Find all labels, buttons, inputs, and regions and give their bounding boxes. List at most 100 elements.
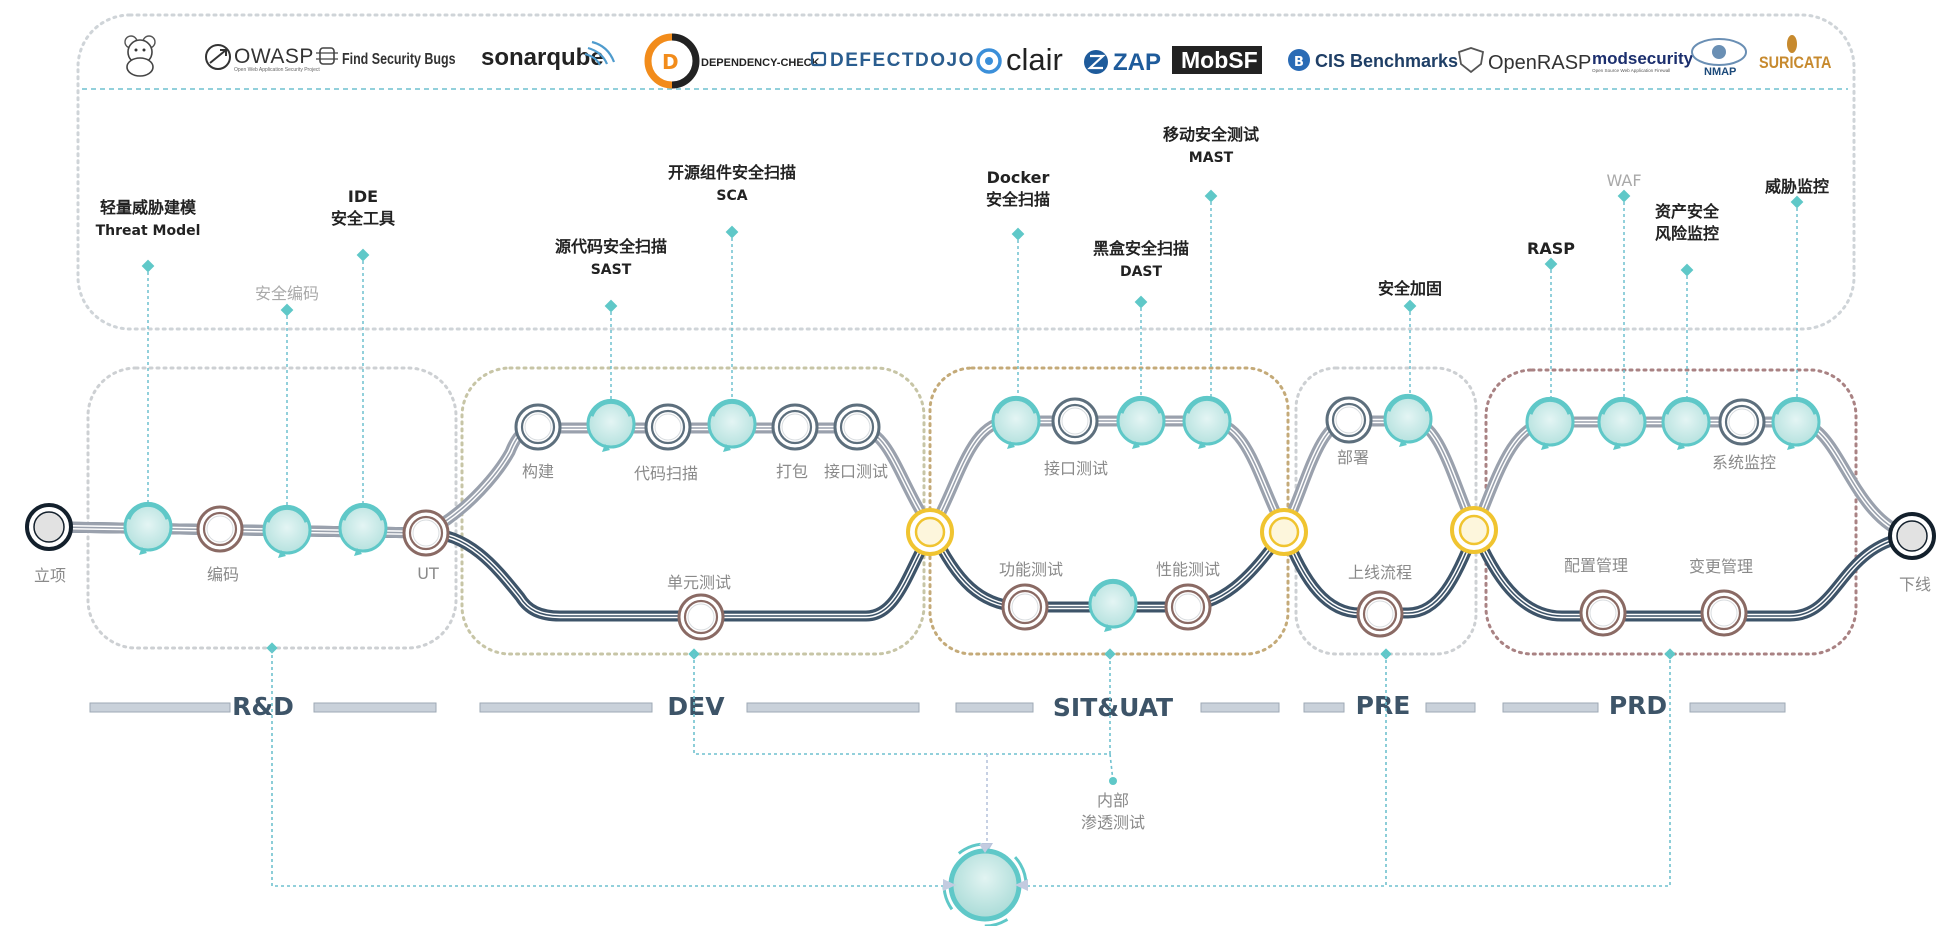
activity-connector-dot [1403, 299, 1417, 313]
phase-label-dev: DEV [667, 692, 725, 721]
stage-node-func-test [1001, 583, 1049, 631]
activity-label-line: 安全加固 [1378, 279, 1442, 298]
activity-connector-dot [141, 259, 155, 273]
stage-label-code-scan: 代码扫描 [634, 464, 698, 483]
activity-node-waf [1597, 396, 1647, 450]
activity-connector-dot [725, 225, 739, 239]
activity-node-secure-coding [262, 504, 312, 558]
phase-bar [479, 702, 653, 713]
end-node [1888, 512, 1936, 560]
activity-connector-dot [1790, 195, 1804, 209]
start-node [25, 503, 73, 551]
zap-logo-icon: ZAP [1084, 49, 1161, 76]
activity-label-line: DAST [1120, 264, 1163, 280]
activity-node-asset-risk [1661, 396, 1711, 450]
feedback-lines [271, 649, 1671, 887]
activity-label-line: 开源组件安全扫描 [668, 163, 796, 182]
tools-frame [76, 13, 1856, 331]
stage-node-build [514, 403, 562, 451]
pipeline-nodes [25, 393, 1936, 660]
activity-label-line: 资产安全 [1655, 202, 1720, 221]
openrasp-logo-icon: OpenRASP [1457, 47, 1591, 74]
stage-label-end: 下线 [1899, 575, 1931, 594]
activity-label-line: 风险监控 [1655, 224, 1719, 243]
nmap-logo-text: NMAP [1704, 66, 1736, 78]
stage-label-build: 构建 [522, 462, 554, 481]
activity-label-line: SAST [591, 262, 632, 278]
activity-node-hardening [1383, 393, 1433, 447]
activity-node-rasp [1525, 396, 1575, 450]
pipeline-tracks [50, 415, 1918, 622]
activity-label-line: 安全工具 [331, 209, 395, 228]
modsecurity-logo-text: modsecurity [1592, 49, 1694, 68]
phase-bar [955, 702, 1034, 713]
activity-label-line: SCA [716, 188, 747, 204]
sonarqube-logo-text: sonarqube [481, 44, 604, 71]
phase-connector-dot [266, 642, 278, 654]
nmap-logo-icon: NMAP [1691, 38, 1747, 78]
activity-label-line: 黑盒安全扫描 [1093, 239, 1189, 258]
pentest-label-line2: 渗透测试 [1081, 813, 1145, 832]
stage-label-sys-monitor: 系统监控 [1712, 453, 1776, 472]
activity-node-threat-model [123, 501, 173, 555]
modsecurity-logo-subtext: Open Source Web Application Firewall [1592, 68, 1670, 73]
activity-label-line: 源代码安全扫描 [555, 237, 667, 256]
clair-logo-icon: clair [976, 42, 1063, 77]
modsecurity-logo-icon: modsecurity Open Source Web Application … [1592, 49, 1694, 73]
svg-text:B: B [1294, 55, 1304, 70]
pentest-label-line1: 内部 [1097, 791, 1129, 810]
stage-node-code-scan [644, 403, 692, 451]
junction-node-dev-sit [906, 508, 954, 556]
mobsf-logo-text: MobSF [1181, 47, 1258, 73]
stage-label-deploy: 部署 [1337, 448, 1369, 467]
stage-node-sys-monitor [1718, 398, 1766, 446]
activity-node-mast [1182, 395, 1232, 449]
owasp-logo-text: OWASP [234, 45, 314, 68]
owasp-logo-subtext: Open Web Application Security Project [234, 67, 320, 73]
find-security-bugs-logo-text: Find Security Bugs [342, 51, 456, 69]
activity-node-ide [338, 502, 388, 556]
phase-bar [1425, 702, 1476, 713]
activity-connector-dot [1204, 189, 1218, 203]
stage-node-package [771, 403, 819, 451]
stage-label-coding: 编码 [207, 565, 239, 584]
activity-connector-dot [1680, 263, 1694, 277]
owasp-logo-icon: OWASP Open Web Application Security Proj… [205, 44, 320, 73]
feedback-hub [942, 842, 1028, 928]
stage-label-release-flow: 上线流程 [1348, 563, 1412, 582]
defectdojo-logo-icon: DEFECTDOJO [810, 50, 973, 71]
activity-node-threat-monitor [1771, 396, 1821, 450]
mobsf-logo-icon: MobSF [1172, 46, 1262, 74]
openrasp-logo-text: OpenRASP [1488, 52, 1591, 74]
stage-labels: 立项 编码 UT 构建 代码扫描 打包 接口测试 单元测试 接口测试 功能测试 … [34, 448, 1931, 594]
phase-connector-dot [1104, 648, 1116, 660]
stage-label-change-mgmt: 变更管理 [1689, 557, 1753, 576]
bear-mascot-logo-icon [124, 35, 156, 77]
track-lower-core [55, 526, 1913, 617]
phase-bar [1303, 702, 1345, 713]
activity-label-line: 轻量威胁建模 [100, 198, 197, 217]
phase-bar [1200, 702, 1280, 713]
stage-label-perf-test: 性能测试 [1156, 560, 1220, 579]
stage-label-func-test: 功能测试 [999, 560, 1063, 579]
activity-node-pentest [1088, 578, 1138, 632]
phase-bar [313, 702, 437, 713]
stage-node-perf-test [1164, 583, 1212, 631]
phase-bar [89, 702, 231, 713]
junction-node-sit-pre [1260, 508, 1308, 556]
dependency-check-logo-icon: D DEPENDENCY-CHECK [644, 33, 820, 89]
activity-connector-dot [280, 303, 294, 317]
activity-label-line: Threat Model [96, 223, 201, 239]
activity-label-line: 威胁监控 [1765, 177, 1829, 196]
activity-label-line: WAF [1606, 171, 1641, 190]
track-lower [50, 515, 1918, 622]
activity-node-sca [707, 398, 757, 452]
activity-connector-dot [1544, 257, 1558, 271]
stage-label-config-mgmt: 配置管理 [1564, 556, 1628, 575]
activity-label-line: Docker [987, 168, 1050, 187]
activity-label-line: 安全扫描 [986, 190, 1050, 209]
stage-label-start: 立项 [34, 566, 66, 585]
svg-text:D: D [662, 50, 679, 74]
